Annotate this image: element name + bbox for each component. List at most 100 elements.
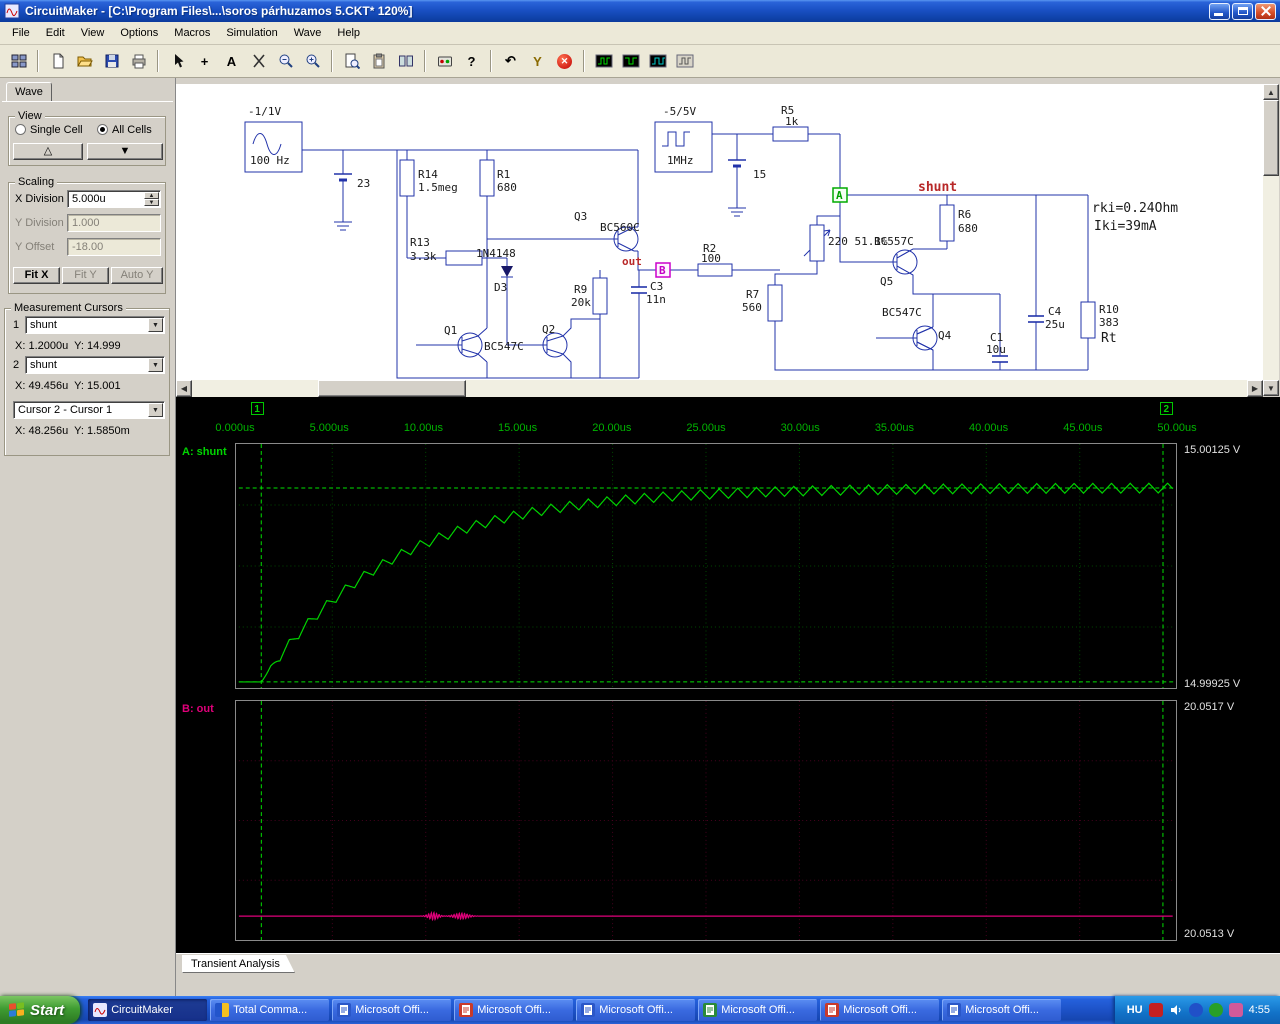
single-cell-radio-circle[interactable] bbox=[15, 124, 26, 135]
capacitor-c3[interactable] bbox=[631, 286, 647, 294]
x-division-up-arrow[interactable]: ▲ bbox=[144, 192, 159, 199]
cursor1-signal-select[interactable]: shunt ▼ bbox=[25, 316, 165, 334]
add-part-button[interactable]: + bbox=[192, 49, 217, 73]
menu-file[interactable]: File bbox=[12, 27, 30, 39]
taskbar-item-office-4[interactable]: Microsoft Offi... bbox=[698, 999, 818, 1021]
taskbar-item-office-1[interactable]: Microsoft Offi... bbox=[332, 999, 452, 1021]
menu-edit[interactable]: Edit bbox=[45, 27, 65, 39]
all-cells-radio[interactable]: All Cells bbox=[97, 124, 152, 136]
start-button[interactable]: Start bbox=[0, 996, 81, 1024]
wave-window-button-2[interactable] bbox=[618, 49, 643, 73]
menu-simulation[interactable]: Simulation bbox=[226, 27, 278, 39]
probe-meter-button[interactable] bbox=[432, 49, 457, 73]
cursor-delta-dropdown-arrow[interactable]: ▼ bbox=[148, 403, 163, 417]
print-button[interactable] bbox=[126, 49, 151, 73]
zoom-in-tool-button[interactable] bbox=[300, 49, 325, 73]
cell-up-button[interactable]: △ bbox=[13, 143, 83, 160]
transient-analysis-tab[interactable]: Transient Analysis bbox=[182, 955, 295, 973]
source-pulse[interactable] bbox=[654, 121, 713, 173]
menu-macros[interactable]: Macros bbox=[174, 27, 211, 39]
menu-wave[interactable]: Wave bbox=[293, 27, 322, 39]
transistor-q5[interactable] bbox=[892, 248, 918, 276]
horizontal-scroll-thumb[interactable] bbox=[318, 380, 466, 397]
channel-a-plot[interactable] bbox=[235, 443, 1177, 689]
channel-b-plot[interactable] bbox=[235, 700, 1177, 941]
menu-view[interactable]: View bbox=[80, 27, 105, 39]
help-button[interactable]: ? bbox=[459, 49, 484, 73]
probe-marker-b[interactable]: B bbox=[655, 262, 671, 278]
parts-palette-button[interactable] bbox=[6, 49, 31, 73]
resistor-r5[interactable] bbox=[772, 126, 809, 142]
resistor-r13[interactable] bbox=[445, 250, 483, 266]
transistor-q3[interactable] bbox=[613, 226, 639, 252]
minimize-button[interactable] bbox=[1209, 2, 1230, 20]
cell-down-button[interactable]: ▼ bbox=[87, 143, 163, 160]
undo-button[interactable]: ↶ bbox=[498, 49, 523, 73]
x-division-down-arrow[interactable]: ▼ bbox=[144, 199, 159, 206]
auto-y-button[interactable]: Auto Y bbox=[111, 267, 163, 284]
diode-d3[interactable] bbox=[501, 266, 513, 278]
transistor-q2[interactable] bbox=[542, 332, 568, 358]
clock[interactable]: 4:55 bbox=[1248, 1004, 1270, 1016]
capacitor-c1[interactable] bbox=[992, 355, 1008, 363]
taskbar-item-office-6[interactable]: Microsoft Offi... bbox=[942, 999, 1062, 1021]
save-button[interactable] bbox=[99, 49, 124, 73]
scroll-down-arrow[interactable]: ▼ bbox=[1263, 380, 1279, 396]
capacitor-c4[interactable] bbox=[1028, 315, 1044, 323]
source-sine[interactable] bbox=[244, 121, 303, 173]
titlebar[interactable]: CircuitMaker - [C:\Program Files\...\sor… bbox=[0, 0, 1280, 22]
cursor-delta-select[interactable]: Cursor 2 - Cursor 1 ▼ bbox=[13, 401, 165, 419]
fit-x-button[interactable]: Fit X bbox=[13, 267, 60, 284]
tray-magenta-icon[interactable] bbox=[1228, 1003, 1243, 1017]
cursor-marker-1[interactable]: 1 bbox=[250, 402, 264, 415]
resistor-r9[interactable] bbox=[592, 277, 608, 315]
taskbar-item-office-5[interactable]: Microsoft Offi... bbox=[820, 999, 940, 1021]
cursor1-dropdown-arrow[interactable]: ▼ bbox=[148, 318, 163, 332]
schematic-horizontal-scrollbar[interactable]: ◀ ▶ bbox=[176, 380, 1263, 397]
language-indicator[interactable]: HU bbox=[1126, 1004, 1143, 1016]
zoom-page-button[interactable] bbox=[339, 49, 364, 73]
scroll-left-arrow[interactable]: ◀ bbox=[176, 380, 192, 397]
wave-window-button-4[interactable] bbox=[672, 49, 697, 73]
menu-options[interactable]: Options bbox=[120, 27, 159, 39]
taskbar-item-circuitmaker[interactable]: CircuitMaker bbox=[88, 999, 208, 1021]
select-arrow-button[interactable] bbox=[165, 49, 190, 73]
open-file-button[interactable] bbox=[72, 49, 97, 73]
new-file-button[interactable] bbox=[45, 49, 70, 73]
resistor-r1[interactable] bbox=[479, 159, 495, 197]
tray-green-icon[interactable] bbox=[1208, 1003, 1223, 1017]
x-division-input[interactable]: 5.000u ▲ ▼ bbox=[67, 190, 161, 208]
transistor-q4[interactable] bbox=[912, 325, 938, 351]
schematic-canvas[interactable]: A B -1/1V 100 Hz 23 R14 1.5meg R1 680 R1… bbox=[176, 84, 1263, 380]
battery-23[interactable] bbox=[334, 173, 352, 231]
all-cells-radio-circle[interactable] bbox=[97, 124, 108, 135]
probe-marker-a[interactable]: A bbox=[832, 187, 848, 203]
transistor-q1[interactable] bbox=[457, 332, 483, 358]
wave-window-button-1[interactable] bbox=[591, 49, 616, 73]
wave-window-button-3[interactable] bbox=[645, 49, 670, 73]
resistor-r2[interactable] bbox=[697, 263, 733, 277]
maximize-button[interactable] bbox=[1232, 2, 1253, 20]
split-view-button[interactable] bbox=[393, 49, 418, 73]
battery-15[interactable] bbox=[728, 159, 746, 217]
resistor-r6[interactable] bbox=[939, 204, 955, 242]
text-tool-button[interactable]: A bbox=[219, 49, 244, 73]
menu-help[interactable]: Help bbox=[337, 27, 361, 39]
potentiometer[interactable] bbox=[809, 224, 825, 262]
resistor-r7[interactable] bbox=[767, 284, 783, 322]
clipboard-button[interactable] bbox=[366, 49, 391, 73]
wire-tool-button[interactable] bbox=[246, 49, 271, 73]
tray-shield-icon[interactable] bbox=[1148, 1003, 1163, 1017]
taskbar-item-total-commander[interactable]: Total Comma... bbox=[210, 999, 330, 1021]
zoom-out-tool-button[interactable] bbox=[273, 49, 298, 73]
wave-panel-tab[interactable]: Wave bbox=[6, 82, 52, 102]
vertical-scroll-thumb[interactable] bbox=[1263, 100, 1279, 176]
taskbar-item-office-3[interactable]: Microsoft Offi... bbox=[576, 999, 696, 1021]
single-cell-radio[interactable]: Single Cell bbox=[15, 124, 83, 136]
probe-tool-button[interactable]: Y bbox=[525, 49, 550, 73]
close-button[interactable] bbox=[1255, 2, 1276, 20]
volume-icon[interactable] bbox=[1169, 1003, 1183, 1017]
resistor-r14[interactable] bbox=[399, 159, 415, 197]
fit-y-button[interactable]: Fit Y bbox=[62, 267, 109, 284]
